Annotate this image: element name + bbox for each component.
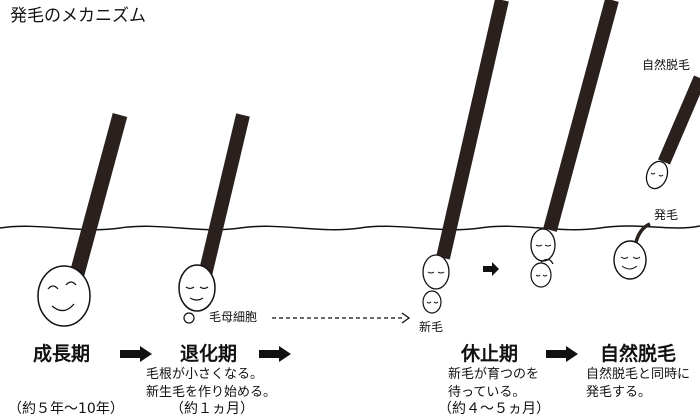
hair-regression-phase bbox=[178, 113, 250, 324]
sprouting-hair-label: 発毛 bbox=[654, 208, 679, 222]
progress-arrow-small bbox=[483, 262, 499, 276]
stage-desc-resting: 新毛が育つのを 待っている。 bbox=[448, 367, 540, 400]
stage-arrow-2 bbox=[259, 346, 291, 362]
hair-natural-shedding bbox=[613, 75, 700, 280]
hair-resting-phase-2 bbox=[530, 0, 619, 288]
stage-name-resting: 休止期 bbox=[461, 343, 519, 365]
stage-name-shedding: 自然脱毛 bbox=[600, 343, 677, 365]
stage-arrow-1 bbox=[120, 346, 152, 362]
stage-period-regression: （約１ヵ月） bbox=[170, 401, 254, 417]
stage-arrow-3 bbox=[546, 346, 578, 362]
shed-hair-label: 自然脱毛 bbox=[642, 58, 691, 72]
new-hair-label: 新毛 bbox=[419, 320, 444, 334]
hair-growth-phase bbox=[37, 113, 128, 327]
hair-resting-phase bbox=[422, 0, 509, 314]
stage-desc-regression: 毛根が小さくなる。 新生毛を作り始める。 bbox=[146, 367, 277, 400]
stage-period-resting: （約４〜５ヵ月） bbox=[438, 401, 550, 417]
stage-period-growth: （約５年〜10年） bbox=[8, 401, 124, 417]
hair-matrix-cell-label: 毛母細胞 bbox=[209, 310, 258, 324]
diagram-title: 発毛のメカニズム bbox=[10, 6, 146, 26]
stage-name-growth: 成長期 bbox=[33, 343, 91, 365]
stage-desc-shedding: 自然脱毛と同時に 発毛する。 bbox=[586, 367, 691, 400]
stage-name-regression: 退化期 bbox=[180, 343, 238, 365]
skin-line bbox=[0, 225, 700, 231]
